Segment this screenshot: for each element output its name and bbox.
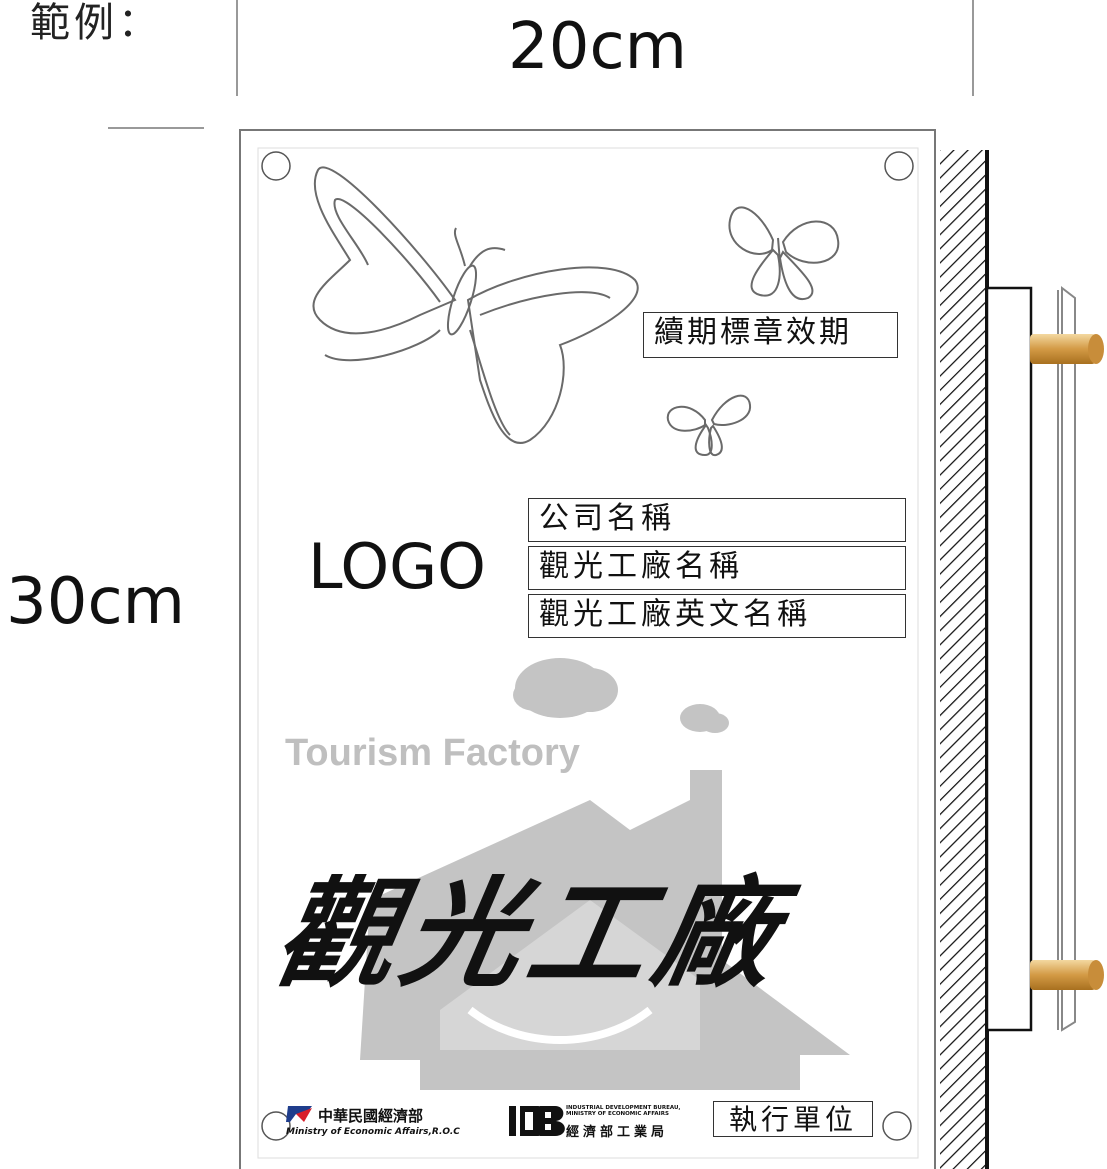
width-dimension-label: 20cm <box>508 10 687 84</box>
height-dimension-label: 30cm <box>6 565 185 639</box>
large-butterfly-outline <box>312 166 639 444</box>
house-inner-window <box>440 900 700 1050</box>
tourism-factory-english: Tourism Factory <box>285 732 580 774</box>
standoff-pin-bottom <box>1030 960 1096 990</box>
screw-hole-bottom-left <box>261 1111 291 1141</box>
wall-hatching <box>940 150 986 1169</box>
side-view-plaque-edge <box>1061 285 1076 1032</box>
height-guide-top <box>108 127 204 129</box>
company-name-box: 公司名稱 <box>528 498 906 542</box>
width-guide-right <box>972 0 974 96</box>
standoff-pin-top <box>1030 334 1096 364</box>
idb-chinese-name: 經濟部工業局 <box>566 1125 669 1140</box>
small-butterfly-top-right <box>728 206 840 301</box>
tourism-factory-calligraphy: 觀光工廠 <box>265 864 795 1003</box>
width-guide-left <box>236 0 238 96</box>
validity-period-box: 續期標章效期 <box>643 312 898 358</box>
moea-chinese-name: 中華民國經濟部 <box>318 1107 424 1125</box>
moea-english-name: Ministry of Economic Affairs,R.O.C <box>286 1127 460 1137</box>
mount-bracket <box>985 286 1033 1032</box>
tourism-factory-watermark <box>360 658 850 1090</box>
factory-name-box: 觀光工廠名稱 <box>528 546 906 590</box>
example-caption: 範例： <box>30 0 162 46</box>
idb-logo <box>509 1106 565 1136</box>
logo-placeholder: LOGO <box>308 530 486 603</box>
factory-english-name-box: 觀光工廠英文名稱 <box>528 594 906 638</box>
small-butterfly-middle <box>666 394 752 457</box>
house-smile <box>467 1006 653 1044</box>
screw-hole-top-left <box>261 151 291 181</box>
executing-unit-box: 執行單位 <box>713 1101 873 1137</box>
screw-hole-top-right <box>884 151 914 181</box>
idb-english-name: INDUSTRIAL DEVELOPMENT BUREAU, MINISTRY … <box>566 1105 681 1117</box>
screw-hole-bottom-right <box>882 1111 912 1141</box>
moea-emblem <box>286 1106 312 1122</box>
